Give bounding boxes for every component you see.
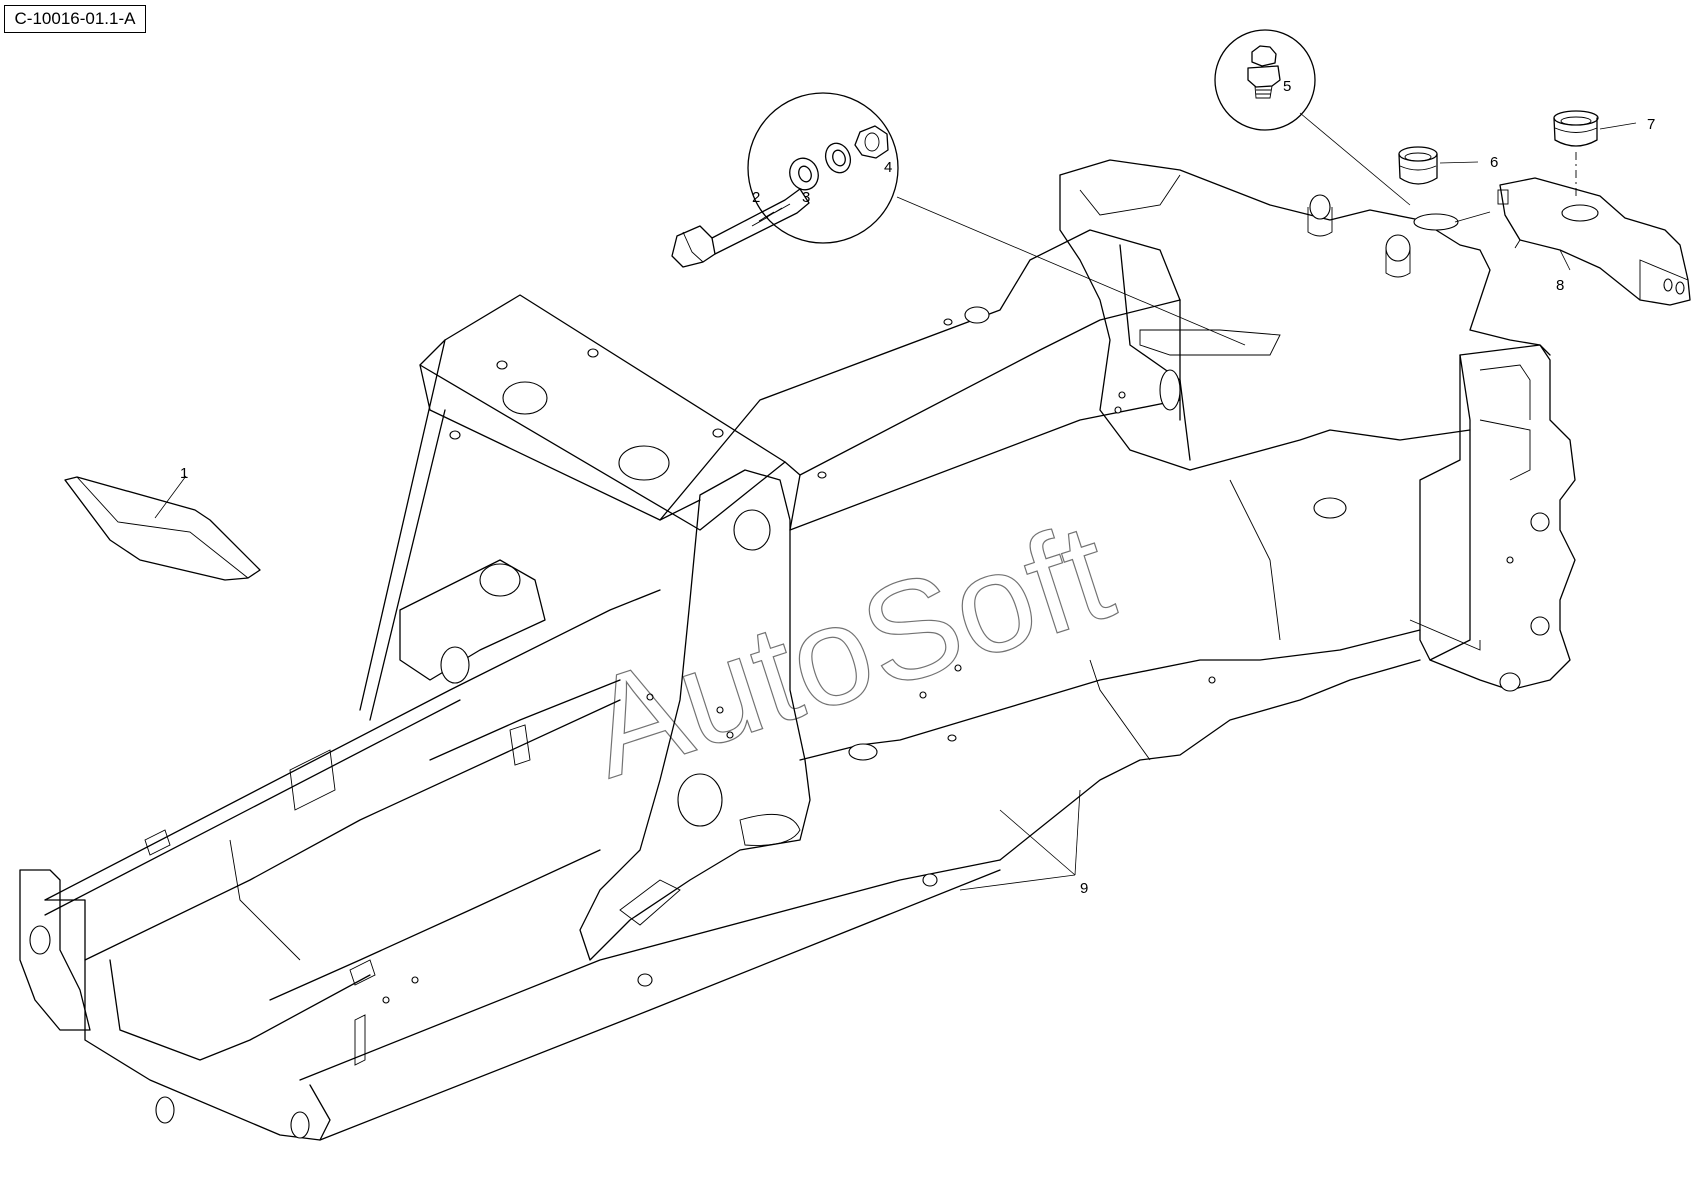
part-8-bracket xyxy=(1497,177,1691,306)
detail-circle-hardware xyxy=(747,92,899,244)
callout-7: 7 xyxy=(1647,116,1655,133)
part-4-nut xyxy=(854,125,889,159)
part-6-bushing xyxy=(1398,146,1438,185)
callout-labels: 1 2 3 4 5 6 7 8 9 xyxy=(180,78,1655,897)
part-9-main-frame xyxy=(19,159,1576,1141)
part-3-flat-washer xyxy=(789,157,819,191)
watermark: AutoSoft xyxy=(569,492,1128,807)
callout-9: 9 xyxy=(1080,880,1088,897)
part-1-wear-plate xyxy=(64,476,261,581)
callout-4: 4 xyxy=(884,159,892,176)
part-2-bolt xyxy=(671,188,810,268)
part-7-bushing xyxy=(1553,110,1599,200)
part-5-grease-fitting xyxy=(1247,45,1281,99)
callout-5: 5 xyxy=(1283,78,1291,95)
leader-lines xyxy=(154,112,1637,891)
callout-3: 3 xyxy=(802,189,810,206)
part-4-lock-washer xyxy=(824,142,852,174)
callout-6: 6 xyxy=(1490,154,1498,171)
callout-1: 1 xyxy=(180,465,188,482)
callout-8: 8 xyxy=(1556,277,1564,294)
callout-2: 2 xyxy=(752,189,760,206)
drawing-code-label: C-10016-01.1-A xyxy=(4,5,146,33)
detail-circle-grease-fitting xyxy=(1214,29,1316,131)
